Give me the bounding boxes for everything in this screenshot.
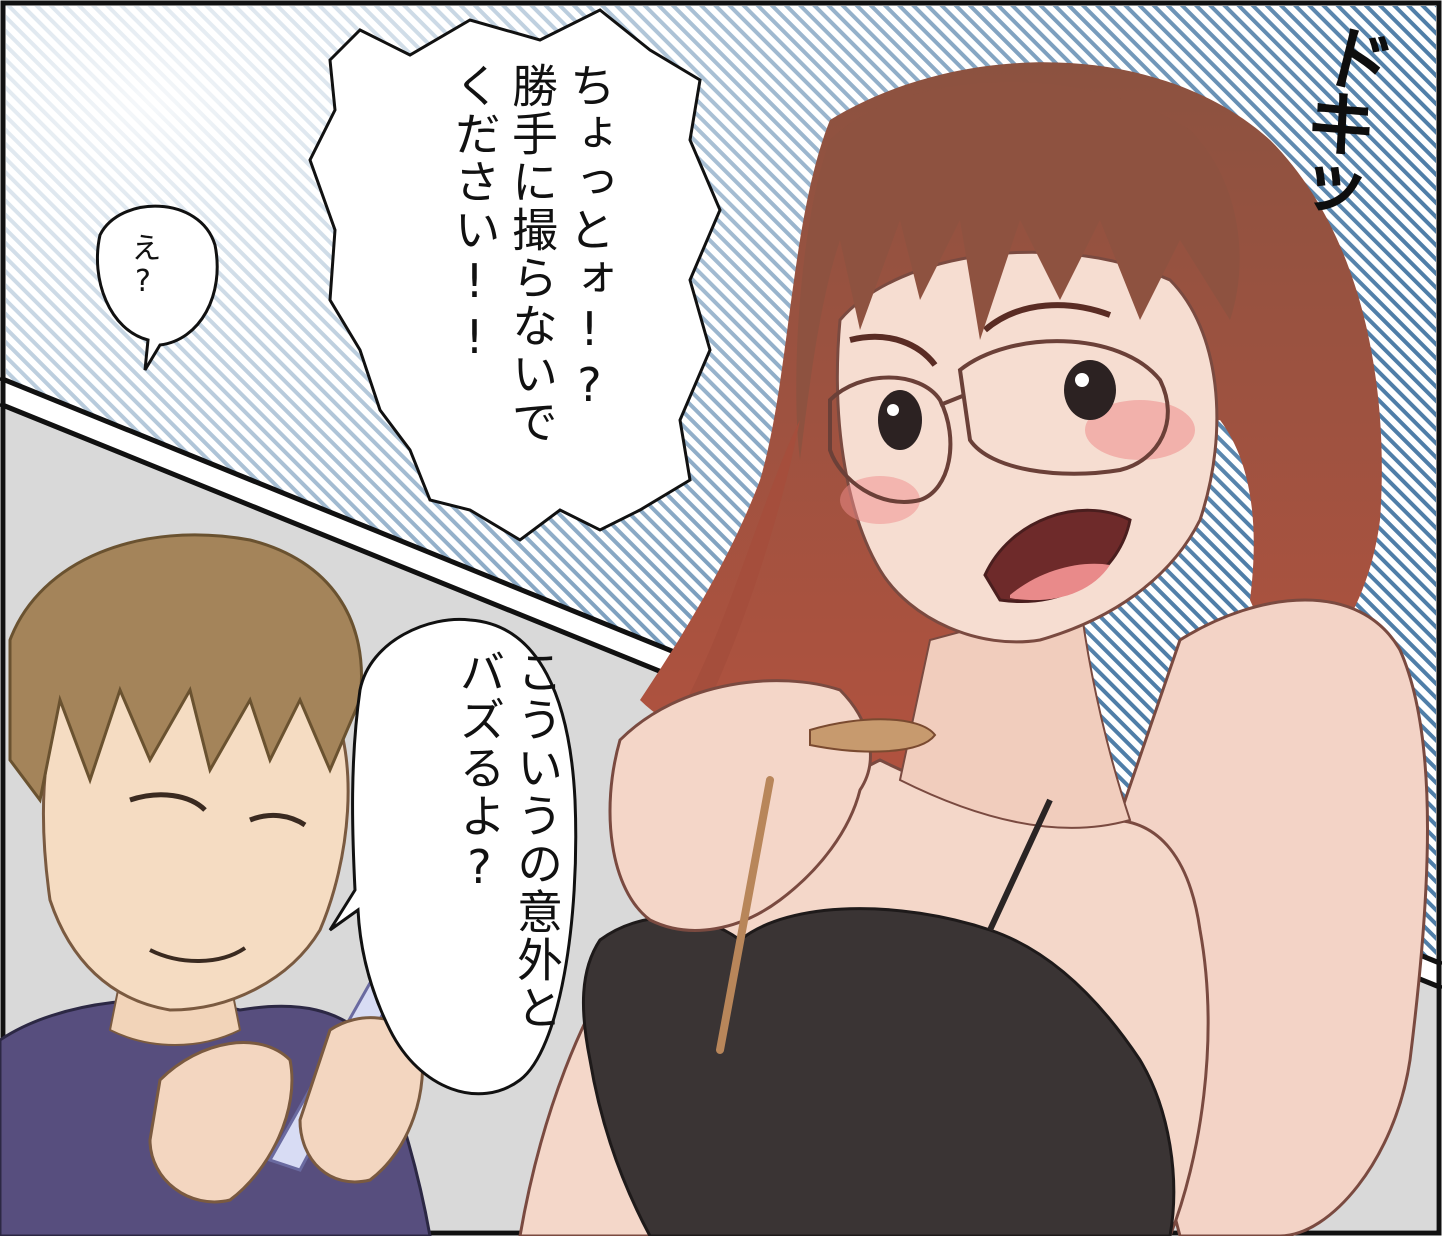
bubble-man-line-1: こういうの意外と [510,648,564,1032]
bubble-man-line-2: バズるよ? [452,648,507,896]
bubble-woman-text: ちょっとォ!? 勝手に撮らないで ください!! [445,62,618,446]
speech-bubble-man [328,617,578,1096]
bubble-woman-line-1: ちょっとォ!? [562,62,617,414]
bubble-woman-line-3: ください!! [447,62,502,366]
bubble-woman-line-2: 勝手に撮らないで [505,62,559,446]
speech-bubble-small [95,204,219,371]
bubble-man-text: こういうの意外と バズるよ? [450,648,565,1032]
man-figure [0,533,433,1236]
speech-bubble-woman [308,8,722,542]
woman-figure [518,62,1429,1236]
bubble-small-text: え? [125,232,161,301]
